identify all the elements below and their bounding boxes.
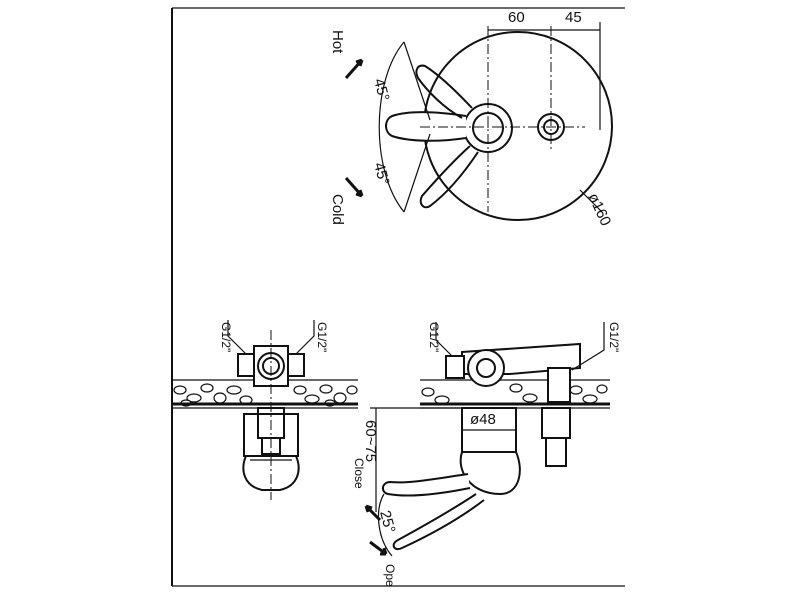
handle-lever-hot-position <box>415 64 473 119</box>
inlet-left-front <box>237 353 255 377</box>
side-stem-lower <box>545 437 567 467</box>
open-arrow-icon <box>369 540 388 556</box>
thread-leader-side-right <box>571 322 605 371</box>
inlet-side <box>445 355 465 379</box>
wall-pebbles-right <box>421 383 608 405</box>
side-angle-label: 25° <box>376 509 398 535</box>
side-port-outer <box>467 349 505 387</box>
handle-lever-cold-position <box>419 145 479 209</box>
label-cold: Cold <box>329 194 346 225</box>
angle-ray-upper <box>403 41 431 121</box>
label-hot: Hot <box>329 30 346 54</box>
cold-arrow-icon <box>344 177 364 198</box>
cover-sleeve-front <box>243 413 299 457</box>
side-angle-arc <box>377 493 393 557</box>
label-open: Ope <box>383 564 397 587</box>
front-view: G1/2" G1/2" <box>172 320 358 500</box>
thread-label-right-side: G1/2" <box>607 322 621 352</box>
handle-lever-side-closed <box>382 473 471 497</box>
thread-leader-right <box>295 320 315 355</box>
diameter-label-48: ø48 <box>470 411 496 428</box>
depth-label-60-75: 60~75 <box>362 420 379 462</box>
side-port-inner <box>476 358 496 378</box>
label-close: Close <box>352 458 366 489</box>
dim-label-60: 60 <box>508 9 525 26</box>
diameter-label-160: ø160 <box>584 191 614 229</box>
side-stem <box>541 407 571 439</box>
thread-label-right-front: G1/2" <box>315 322 329 352</box>
handle-lever-side-open <box>392 493 485 550</box>
thread-label-left-front: G1/2" <box>219 322 233 352</box>
handle-front <box>242 455 300 491</box>
thread-leader-left <box>227 320 247 355</box>
angle-label-upper: 45° <box>370 77 392 103</box>
angle-arc <box>378 41 405 213</box>
dim-label-45: 45 <box>565 9 582 26</box>
angle-label-lower: 45° <box>370 161 392 187</box>
hot-arrow-icon <box>344 58 364 79</box>
angle-ray-lower <box>403 133 431 213</box>
top-view: 60 45 ø160 45° 45° Hot Cold <box>329 9 614 229</box>
thread-label-left-side: G1/2" <box>427 322 441 352</box>
handle-side-body <box>459 451 521 496</box>
side-body-block <box>547 367 571 403</box>
close-arrow-icon <box>364 504 382 522</box>
inlet-right-front <box>287 353 305 377</box>
diameter-leader <box>579 189 604 214</box>
side-view: ø48 60~75 25° Close Ope G1/2" G1/2" <box>352 322 621 587</box>
thread-leader-side-left <box>435 322 453 357</box>
